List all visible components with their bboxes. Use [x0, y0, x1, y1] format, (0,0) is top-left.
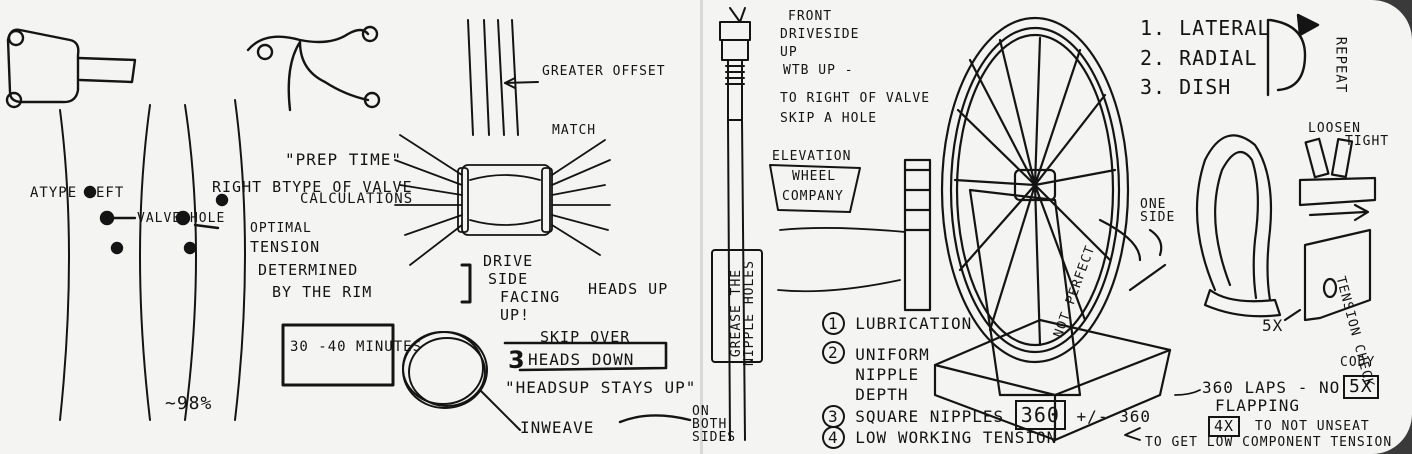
valve-stem-drawing [720, 8, 750, 440]
facing-label: FACING [500, 290, 560, 305]
checklist-number-4: 4 [822, 426, 845, 449]
cody-box: 5X [1343, 375, 1379, 399]
rim-profile-left-drawing [7, 30, 135, 107]
driveside-label: DRIVESIDE [780, 28, 859, 41]
flapping-label: FLAPPING [1215, 398, 1300, 414]
heads-down-number: 3 [508, 348, 526, 372]
greater-offset-label: GREATER OFFSET [542, 65, 666, 78]
cody-label: CODY [1340, 356, 1375, 369]
by-the-rim-label: BY THE RIM [272, 285, 372, 300]
laps-line: 360 LAPS - NO [1202, 380, 1340, 396]
prep-time-duration: 30 -40 MINUTES [290, 340, 422, 354]
repeat-arrow [1268, 15, 1318, 95]
laps-leader [1175, 390, 1200, 395]
skip-a-hole-label: SKIP A HOLE [780, 112, 877, 125]
checklist-item-4: 4 LOW WORKING TENSION [822, 430, 1057, 446]
low-tension-label: TO GET LOW COMPONENT TENSION [1145, 436, 1392, 449]
both-sides-label: ON BOTH SIDES [692, 405, 752, 444]
tension-check-times: 5X [1262, 318, 1283, 334]
checklist-suffix-3: +/- 360 [1077, 407, 1151, 426]
drive-label: DRIVE [483, 254, 533, 269]
checklist-text-4: LOW WORKING TENSION [855, 428, 1057, 447]
one-side-label: ONE SIDE [1140, 198, 1180, 224]
checklist-number-1: 1 [822, 312, 845, 335]
determined-label: DETERMINED [258, 263, 358, 278]
rim-profile-right-drawing [248, 27, 379, 110]
brand-elevation: ELEVATION [772, 150, 851, 163]
brand-company: COMPANY [782, 190, 844, 203]
up-orientation-label: UP [780, 46, 798, 59]
inweave-label: INWEAVE [520, 420, 594, 436]
atype-left-label: ATYPE LEFT [30, 186, 124, 200]
valve-hole-label: VALVE HOLE [137, 212, 225, 225]
front-label: FRONT [788, 10, 832, 23]
brand-wheel: WHEEL [792, 170, 836, 183]
repeat-label: REPEAT [1333, 37, 1347, 94]
checklist-number-2: 2 [822, 341, 845, 364]
checklist-item-1: 1 LUBRICATION [822, 316, 972, 332]
unseat-label: TO NOT UNSEAT [1255, 420, 1370, 433]
checklist-box-360: 360 [1015, 400, 1066, 430]
right-of-valve-label: TO RIGHT OF VALVE [780, 92, 930, 105]
order-item-dish: 3. DISH [1140, 77, 1231, 97]
tension-meter-drawing [1285, 139, 1375, 320]
hub-drawing [395, 135, 610, 265]
checklist-item-2: 2 UNIFORM NIPPLE DEPTH [822, 345, 965, 405]
prep-time-heading: "PREP TIME" [285, 152, 402, 168]
up-label: UP! [500, 308, 530, 323]
tight-label: TIGHT [1345, 135, 1389, 148]
four-x-box: 4X [1208, 416, 1240, 437]
spoke-offset-drawing [468, 20, 538, 135]
inweave-arrow [620, 415, 690, 422]
checklist-text-1: LUBRICATION [855, 314, 972, 333]
order-item-radial: 2. RADIAL [1140, 48, 1257, 68]
heads-down-label: HEADS DOWN [528, 352, 634, 368]
side-label: SIDE [488, 272, 528, 287]
calculations-label: CALCULATIONS [300, 192, 413, 206]
checklist-item-3: 3 SQUARE NIPPLES 360 +/- 360 [822, 405, 1151, 425]
headsup-stays-label: "HEADSUP STAYS UP" [505, 380, 696, 396]
grease-label: GREASE THE NIPPLE HOLES [730, 258, 756, 368]
order-item-lateral: 1. LATERAL [1140, 18, 1270, 38]
skip-over-label: SKIP OVER [540, 330, 630, 345]
checklist-text-2: UNIFORM NIPPLE DEPTH [855, 345, 965, 405]
prep-time-box [283, 325, 393, 385]
nipple-wrench-drawing [1197, 135, 1280, 316]
bottom-arrow [1125, 428, 1140, 440]
checklist-text-3: SQUARE NIPPLES [855, 407, 1004, 426]
drive-side-bracket [462, 265, 470, 302]
tension-label: TENSION [250, 240, 320, 255]
stand-leader-lines [778, 228, 905, 291]
optimal-label: OPTIMAL [250, 222, 312, 235]
percent-label: ~98% [165, 395, 212, 413]
match-label: MATCH [552, 124, 596, 137]
checklist-number-3: 3 [822, 405, 845, 428]
heads-up-label: HEADS UP [588, 282, 668, 297]
rim-strip-lines [60, 100, 245, 420]
wtb-up-label: WTB UP - [783, 64, 854, 77]
